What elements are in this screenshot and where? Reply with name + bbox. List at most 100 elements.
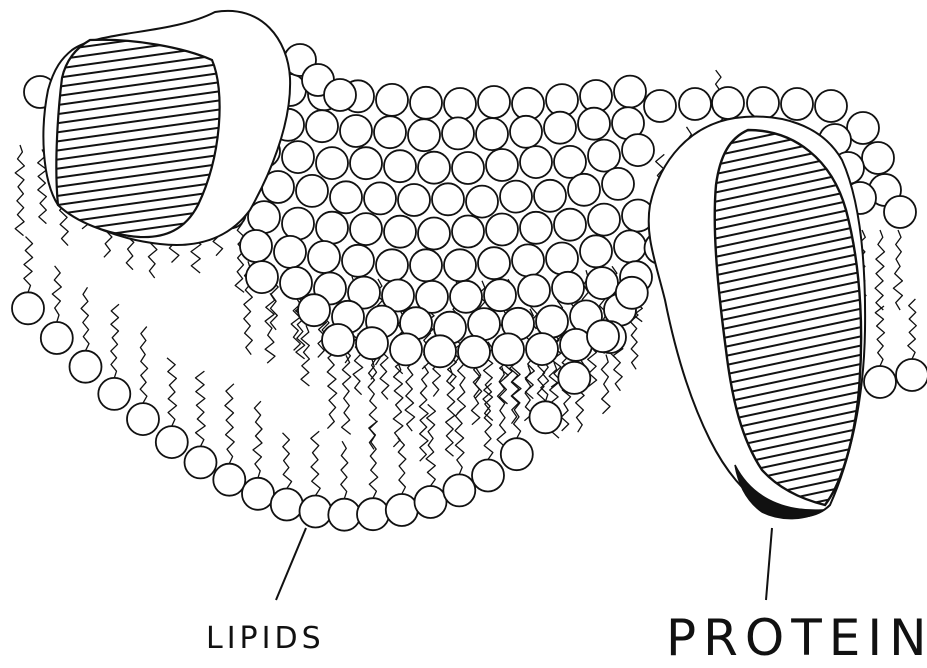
lipid-head	[578, 108, 610, 140]
lipid-head	[530, 401, 562, 433]
lipid-head	[444, 249, 476, 281]
lipid-head	[376, 84, 408, 116]
lipid-head	[282, 141, 314, 173]
lipid-head	[41, 322, 73, 354]
lipid-head	[476, 118, 508, 150]
lipid-head	[356, 327, 388, 359]
lipid-head	[614, 230, 646, 262]
protein-right	[649, 117, 865, 519]
lipid-head	[486, 214, 518, 246]
lipid-head	[364, 182, 396, 214]
lipid-head	[501, 438, 533, 470]
lipid-tail	[512, 367, 521, 438]
lipid-tail	[225, 384, 234, 464]
lipid-tail	[342, 355, 351, 434]
lipid-head	[98, 378, 130, 410]
lipid-head	[432, 183, 464, 215]
lipid-head	[410, 249, 442, 281]
lipid-head	[316, 212, 348, 244]
lipid-head	[384, 150, 416, 182]
lipid-head	[185, 446, 217, 478]
lipid-head	[520, 146, 552, 178]
lipid-head	[357, 498, 389, 530]
lipid-head	[444, 88, 476, 120]
lipid-head	[274, 236, 306, 268]
lipid-head	[466, 186, 498, 218]
lipid-head	[478, 247, 510, 279]
lipid-head	[472, 460, 504, 492]
lipid-head	[679, 88, 711, 120]
lipid-tail	[283, 433, 292, 489]
lipid-head	[443, 474, 475, 506]
lipid-head	[568, 174, 600, 206]
lipid-head	[424, 335, 456, 367]
lipid-head	[280, 267, 312, 299]
lipid-head	[554, 209, 586, 241]
lipid-head	[747, 87, 779, 119]
lipid-tail	[601, 355, 610, 414]
lipid-head	[588, 204, 620, 236]
lipid-head	[156, 426, 188, 458]
lipid-tail	[455, 409, 464, 475]
lipid-head	[324, 79, 356, 111]
lipid-head	[298, 294, 330, 326]
lipid-head	[478, 86, 510, 118]
lipid-head	[580, 235, 612, 267]
lipid-head	[282, 208, 314, 240]
lipid-tail	[301, 325, 309, 386]
lipid-head	[213, 464, 245, 496]
lipid-tail	[446, 368, 455, 457]
lipid-head	[300, 496, 332, 528]
lipid-head	[376, 249, 408, 281]
lipid-head	[386, 494, 418, 526]
lipids-label: LIPIDS	[206, 621, 325, 656]
protein-left-hatched-face	[56, 40, 219, 237]
lipid-head	[442, 117, 474, 149]
lipid-head	[418, 152, 450, 184]
lipid-head	[390, 333, 422, 365]
lipid-head	[512, 244, 544, 276]
lipid-head	[554, 146, 586, 178]
lipid-head	[622, 134, 654, 166]
lipid-head	[546, 243, 578, 275]
lipid-head	[328, 499, 360, 531]
lipid-head	[544, 112, 576, 144]
lipid-tail	[81, 287, 89, 350]
lipid-head	[452, 216, 484, 248]
lipid-head	[896, 359, 927, 391]
lipid-head	[127, 403, 159, 435]
lipids-pointer-line	[276, 528, 306, 600]
lipid-head	[316, 147, 348, 179]
lipid-tail	[140, 327, 147, 404]
lipid-head	[815, 90, 847, 122]
lipid-head	[12, 292, 44, 324]
lipid-head	[602, 168, 634, 200]
lipid-tail	[398, 438, 406, 494]
lipid-tail	[875, 230, 884, 310]
lipid-head	[587, 320, 619, 352]
lipid-head	[520, 212, 552, 244]
lipid-head	[330, 181, 362, 213]
lipid-head	[781, 88, 813, 120]
lipid-head	[552, 272, 584, 304]
lipid-head	[458, 336, 490, 368]
lipid-head	[410, 87, 442, 119]
lipid-tail	[196, 371, 206, 446]
lipid-head	[350, 213, 382, 245]
lipid-tail	[341, 441, 348, 499]
lipid-tail	[875, 306, 884, 366]
lipid-head	[415, 486, 447, 518]
lipid-head	[884, 196, 916, 228]
lipid-head	[408, 119, 440, 151]
lipid-tail	[52, 266, 61, 322]
lipid-tail	[15, 145, 24, 236]
lipid-tail	[908, 299, 917, 359]
lipid-head	[242, 478, 274, 510]
lipid-tail	[111, 304, 119, 378]
lipid-head	[712, 87, 744, 119]
lipid-head	[500, 181, 532, 213]
lipid-head	[350, 147, 382, 179]
lipid-head	[271, 489, 303, 521]
lipid-head	[308, 241, 340, 273]
